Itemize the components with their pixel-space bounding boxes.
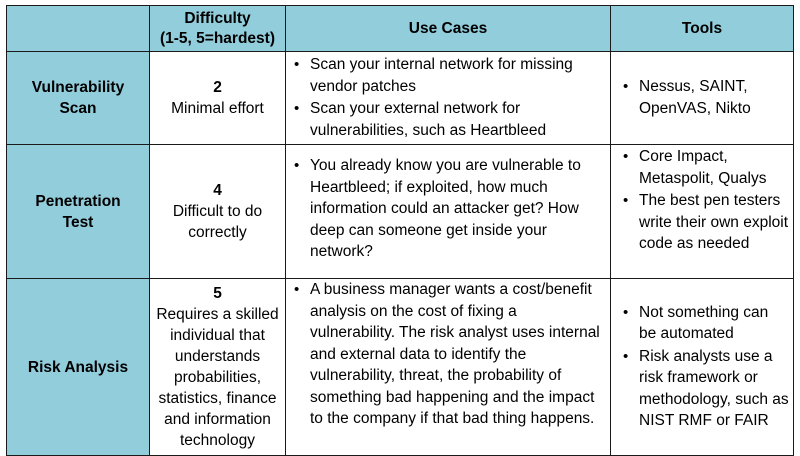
row-header-penetration-test: Penetration Test	[6, 144, 150, 279]
tools-cell: Core Impact, Metaspolit, Qualys The best…	[610, 144, 794, 279]
header-difficulty: Difficulty (1-5, 5=hardest)	[149, 5, 286, 52]
comparison-table: Difficulty (1-5, 5=hardest) Use Cases To…	[6, 5, 794, 456]
table-row: Risk Analysis 5 Requires a skilled indiv…	[6, 278, 794, 456]
use-cases-cell: A business manager wants a cost/benefit …	[285, 278, 611, 456]
list-item: You already know you are vulnerable to H…	[290, 155, 604, 263]
header-difficulty-label: Difficulty	[184, 9, 251, 27]
tools-cell: Not something can be automated Risk anal…	[610, 278, 794, 456]
list-item: Risk analysts use a risk framework or me…	[615, 346, 789, 432]
list-item: Core Impact, Metaspolit, Qualys	[615, 146, 789, 189]
difficulty-score: 2	[213, 79, 222, 96]
difficulty-cell: 2 Minimal effort	[149, 51, 286, 145]
use-cases-list: A business manager wants a cost/benefit …	[290, 279, 604, 430]
difficulty-description: Minimal effort	[171, 100, 264, 117]
list-item: Scan your external network for vulnerabi…	[290, 98, 604, 141]
header-row: Difficulty (1-5, 5=hardest) Use Cases To…	[6, 5, 794, 52]
difficulty-score: 4	[213, 182, 222, 199]
use-cases-list: You already know you are vulnerable to H…	[290, 155, 604, 263]
list-item: A business manager wants a cost/benefit …	[290, 279, 604, 430]
difficulty-score: 5	[213, 285, 222, 302]
tools-cell: Nessus, SAINT, OpenVAS, Nikto	[610, 51, 794, 145]
header-tools: Tools	[610, 5, 794, 52]
header-difficulty-scale: (1-5, 5=hardest)	[159, 29, 275, 47]
row-header-risk-analysis: Risk Analysis	[6, 278, 150, 456]
list-item: The best pen testers write their own exp…	[615, 190, 789, 255]
tools-list: Not something can be automated Risk anal…	[615, 302, 789, 432]
tools-list: Nessus, SAINT, OpenVAS, Nikto	[615, 76, 789, 119]
use-cases-cell: You already know you are vulnerable to H…	[285, 144, 611, 279]
row-header-vulnerability-scan: Vulnerability Scan	[6, 51, 150, 145]
tools-list: Core Impact, Metaspolit, Qualys The best…	[615, 146, 789, 255]
list-item: Nessus, SAINT, OpenVAS, Nikto	[615, 76, 789, 119]
difficulty-cell: 5 Requires a skilled individual that und…	[149, 278, 286, 456]
use-cases-cell: Scan your internal network for missing v…	[285, 51, 611, 145]
header-use-cases: Use Cases	[285, 5, 611, 52]
table-row: Vulnerability Scan 2 Minimal effort Scan…	[6, 51, 794, 145]
list-item: Not something can be automated	[615, 302, 789, 345]
use-cases-list: Scan your internal network for missing v…	[290, 54, 604, 141]
difficulty-description: Difficult to do correctly	[172, 203, 263, 241]
list-item: Scan your internal network for missing v…	[290, 54, 604, 97]
difficulty-description: Requires a skilled individual that under…	[156, 306, 279, 449]
table-row: Penetration Test 4 Difficult to do corre…	[6, 144, 794, 279]
difficulty-cell: 4 Difficult to do correctly	[149, 144, 286, 279]
comparison-table-container: Difficulty (1-5, 5=hardest) Use Cases To…	[6, 5, 794, 456]
header-corner-cell	[6, 5, 150, 52]
